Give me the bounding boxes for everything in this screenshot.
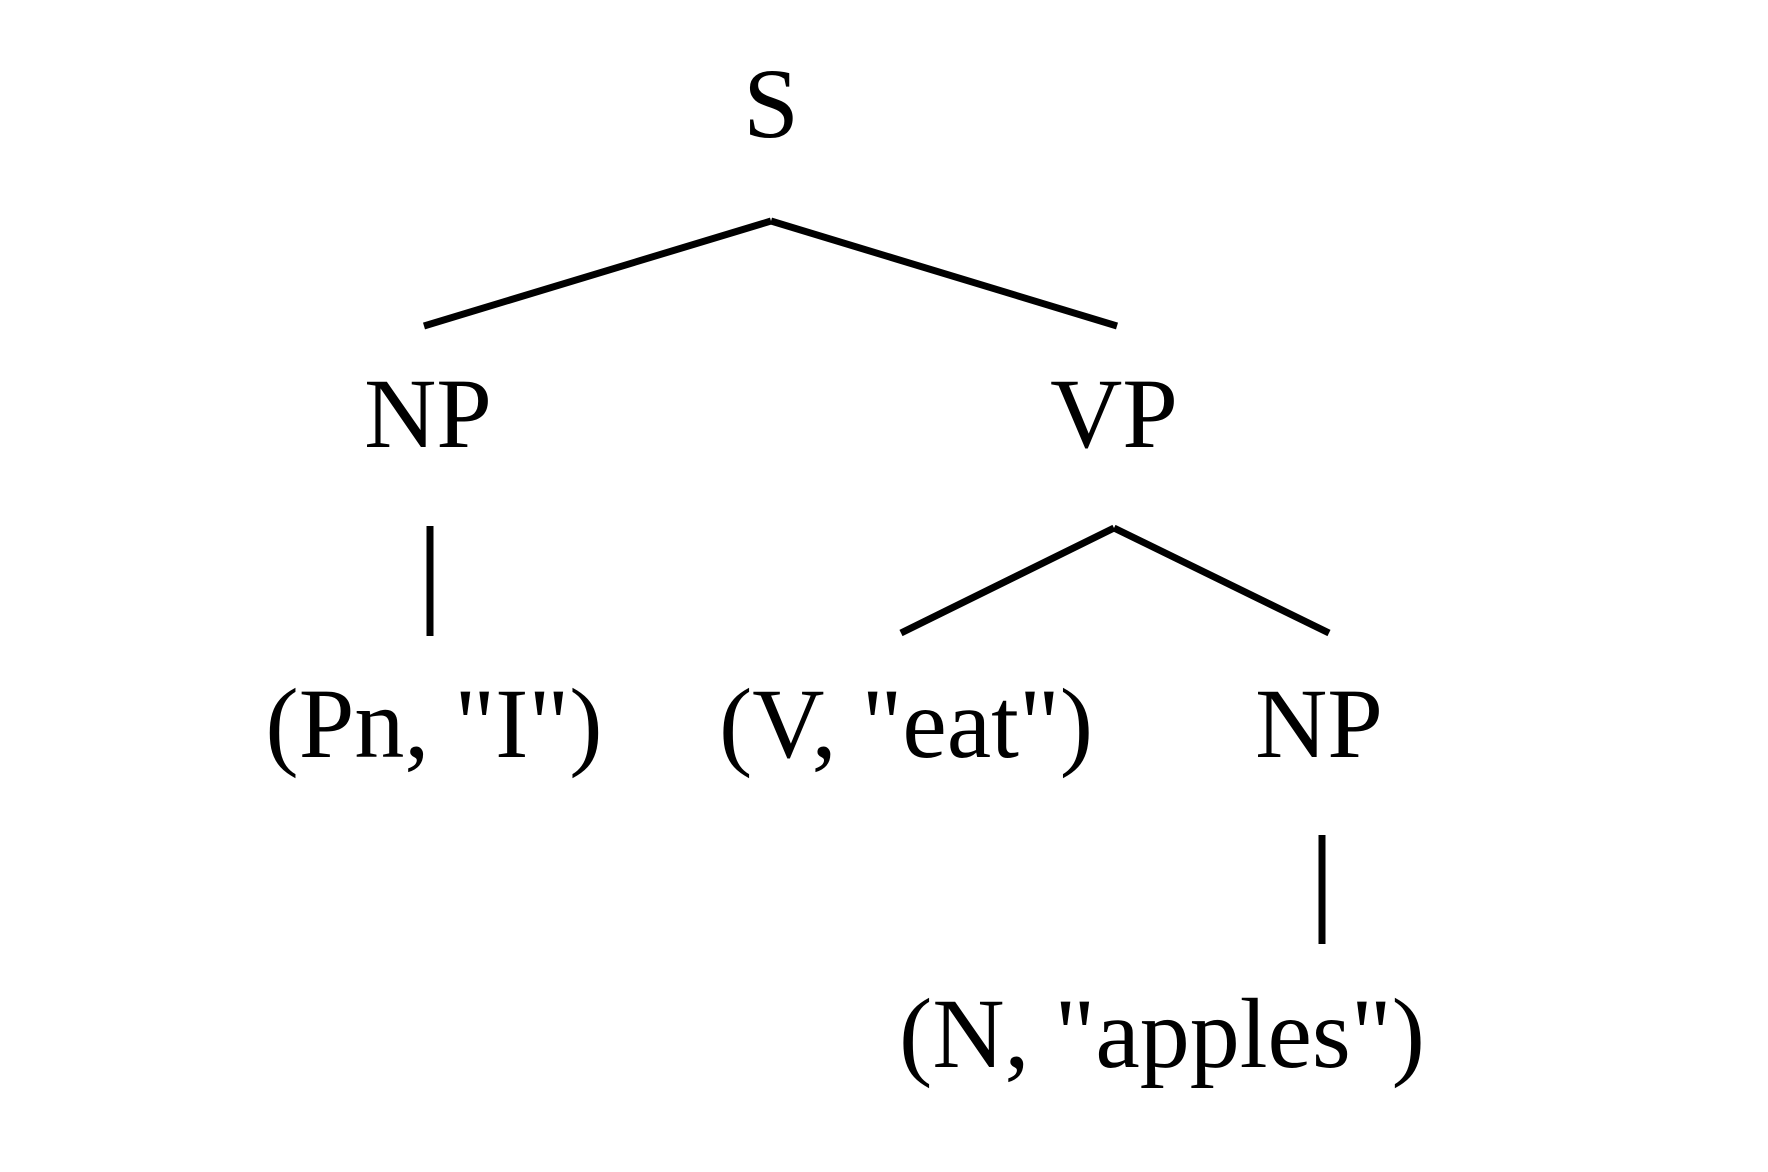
leaf-verb: (V, "eat") bbox=[719, 668, 1093, 779]
edge-s-vp bbox=[769, 217, 1119, 330]
node-s: S bbox=[743, 48, 799, 159]
leaf-pronoun: (Pn, "I") bbox=[265, 668, 602, 779]
edge-vp-verb bbox=[899, 524, 1116, 637]
node-np-subject: NP bbox=[364, 358, 492, 469]
leaf-noun: (N, "apples") bbox=[899, 978, 1425, 1089]
edge-vp-np bbox=[1112, 524, 1331, 637]
node-np-object: NP bbox=[1255, 668, 1383, 779]
node-vp: VP bbox=[1050, 358, 1178, 469]
edge-s-np bbox=[422, 217, 773, 330]
